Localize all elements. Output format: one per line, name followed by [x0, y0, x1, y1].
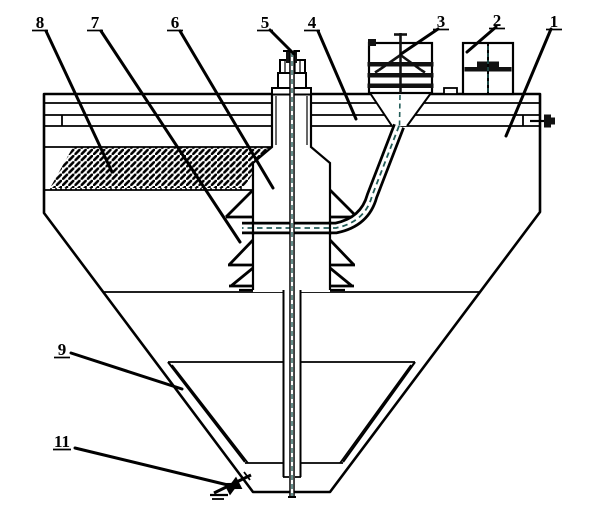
box3-corner-tab [368, 39, 376, 46]
leader-8 [44, 29, 114, 174]
leader-1 [504, 27, 553, 138]
label-11: 11 [54, 432, 70, 451]
wall-fitting [530, 114, 555, 128]
center-shaft [288, 50, 296, 498]
leader-4 [316, 29, 358, 121]
rim-notch [443, 87, 458, 95]
label-6: 6 [171, 13, 180, 32]
inner-cone [167, 361, 416, 464]
label-8: 8 [36, 13, 45, 32]
leader-9 [69, 351, 184, 391]
label-1: 1 [550, 12, 559, 31]
leader-7 [99, 29, 242, 244]
callout-labels: 8 7 6 5 4 3 2 1 9 11 [32, 11, 562, 451]
leader-3 [399, 27, 440, 56]
label-7: 7 [91, 13, 100, 32]
agitator-drive-box [367, 33, 434, 95]
label-5: 5 [261, 13, 270, 32]
label-3: 3 [437, 12, 446, 31]
feed-tank-box [461, 41, 515, 96]
label-4: 4 [308, 13, 317, 32]
leader-11 [73, 446, 234, 488]
feed-pipe [242, 123, 405, 235]
leader-6 [178, 29, 275, 190]
leader-lines [44, 25, 553, 488]
leader-2 [465, 25, 498, 54]
label-9: 9 [58, 340, 67, 359]
feed-funnel [369, 92, 432, 127]
label-2: 2 [493, 11, 502, 30]
hatched-section [50, 147, 272, 190]
leader-5 [268, 28, 296, 56]
